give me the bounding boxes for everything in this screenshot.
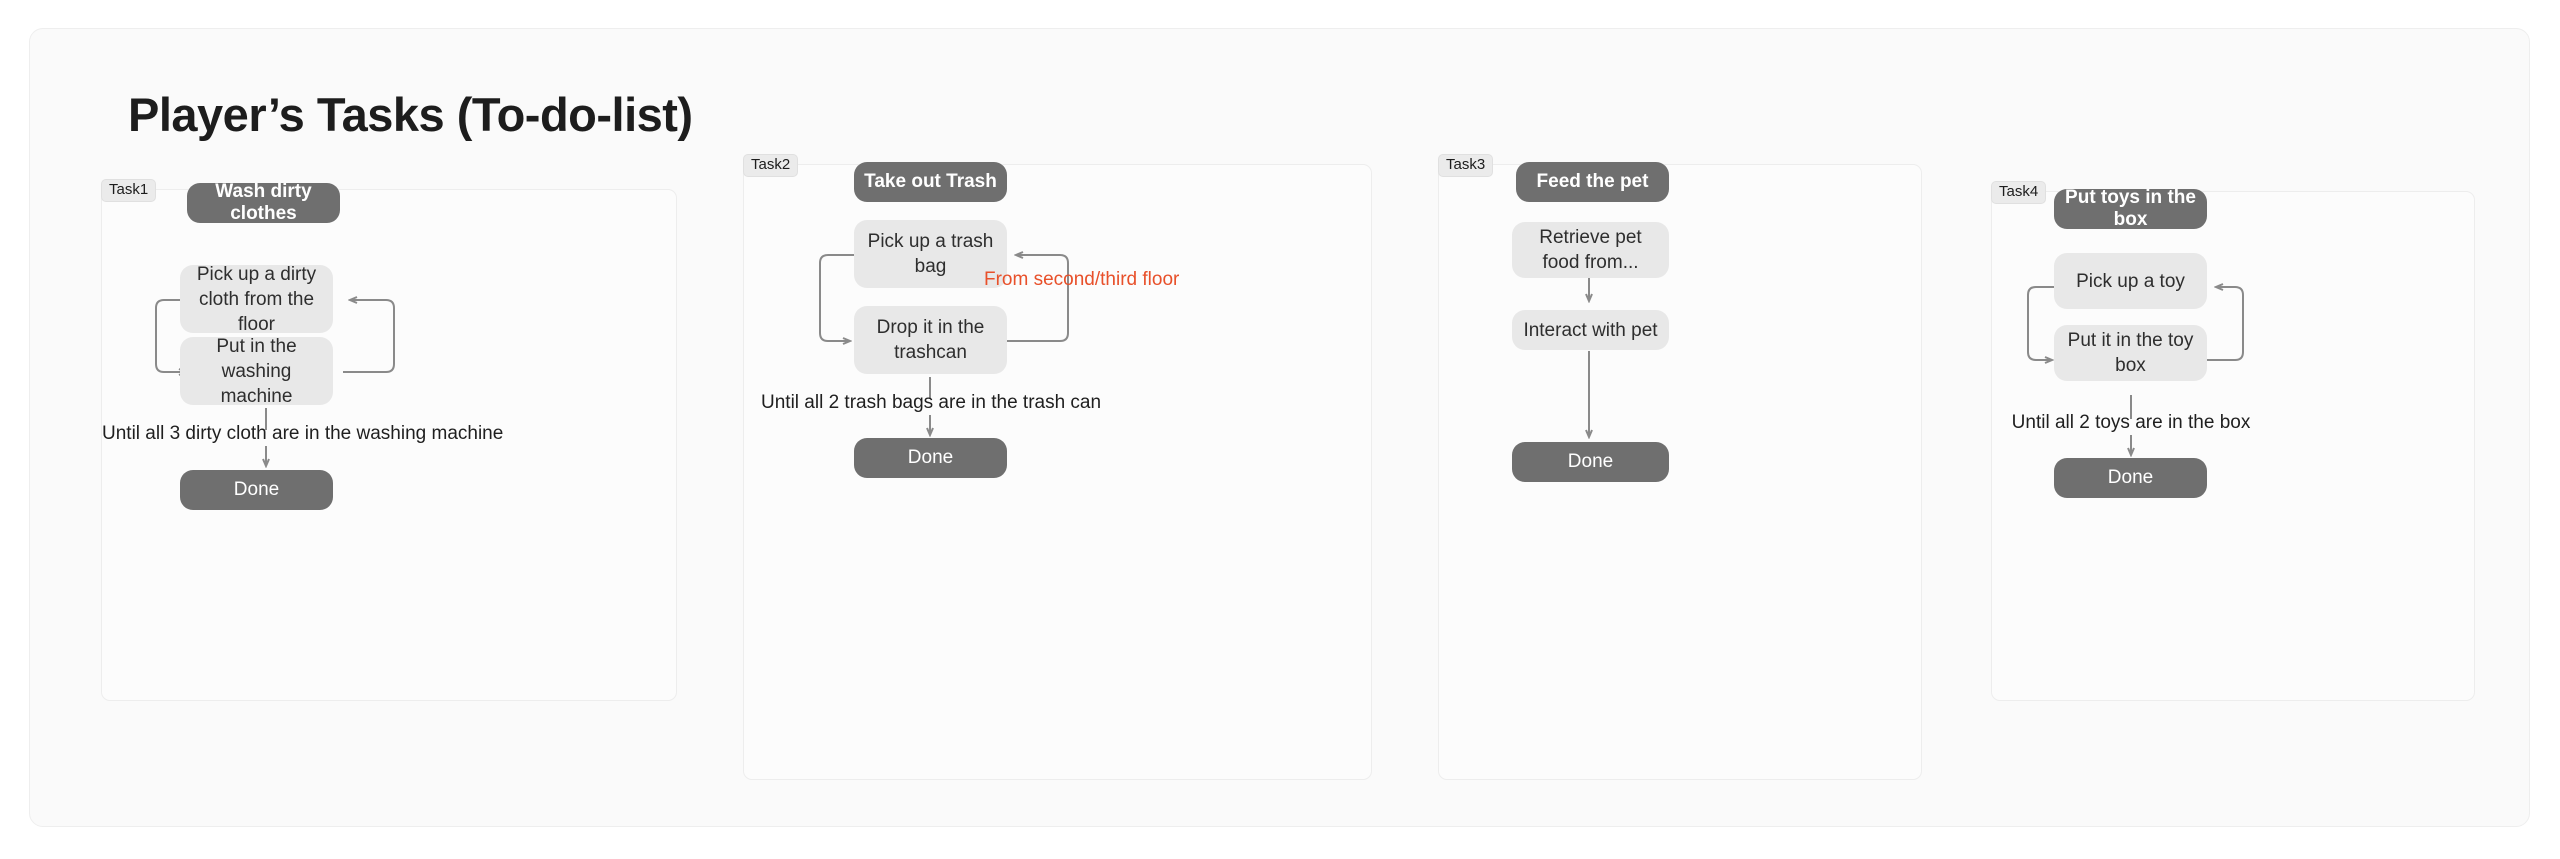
task2-done-node[interactable]: Done (854, 438, 1007, 478)
task4-loop-node-1[interactable]: Pick up a toy (2054, 253, 2207, 309)
task2-connectors (819, 165, 1069, 781)
task-panel-4[interactable]: Task4 Put toys in the box Pick up a toy … (1991, 181, 2475, 701)
task1-loop-caption: Until all 3 dirty cloth are in the washi… (102, 423, 504, 444)
task-badge-3: Task3 (1438, 154, 1494, 177)
task-panel-2[interactable]: Task2 Take out Trash Pick up a trash bag… (743, 154, 1372, 781)
task1-header-node[interactable]: Wash dirty clothes (187, 181, 340, 224)
task2-loop-caption: Until all 2 trash bags are in the trash … (761, 392, 1102, 413)
task-panel-1[interactable]: Task1 Wash dirty clothes Pick up a dirty… (101, 179, 677, 701)
page-title: Player’s Tasks (To-do-list) (128, 88, 693, 141)
task3-done-node[interactable]: Done (1512, 442, 1669, 482)
task-badge-4: Task4 (1991, 181, 2047, 204)
task4-loop-node-2[interactable]: Put it in the toy box (2054, 325, 2207, 381)
task4-header-node[interactable]: Put toys in the box (2054, 187, 2207, 230)
task4-loop-caption: Until all 2 toys are in the box (2011, 412, 2251, 433)
task2-header-node[interactable]: Take out Trash (854, 162, 1007, 202)
task3-header-node[interactable]: Feed the pet (1516, 162, 1669, 202)
canvas-card: Player’s Tasks (To-do-list) Task1 Wash d… (29, 28, 2530, 827)
task-panel-3[interactable]: Task3 Feed the pet Retrieve pet food fro… (1438, 154, 1922, 780)
task-badge-1: Task1 (101, 179, 157, 202)
task1-loop-node-2[interactable]: Put in the washing machine (180, 336, 333, 407)
task4-done-node[interactable]: Done (2054, 458, 2207, 498)
task3-loop-node-1[interactable]: Retrieve pet food from... (1512, 222, 1669, 278)
task2-loop-node-1[interactable]: Pick up a trash bag (854, 220, 1007, 288)
task-badge-2: Task2 (743, 154, 799, 177)
task2-loop-node-2[interactable]: Drop it in the trashcan (854, 306, 1007, 374)
task1-loop-node-1[interactable]: Pick up a dirty cloth from the floor (180, 264, 333, 335)
task3-loop-node-2[interactable]: Interact with pet (1512, 310, 1669, 350)
task2-floor-note: From second/third floor (984, 269, 1180, 290)
task1-done-node[interactable]: Done (180, 470, 333, 510)
